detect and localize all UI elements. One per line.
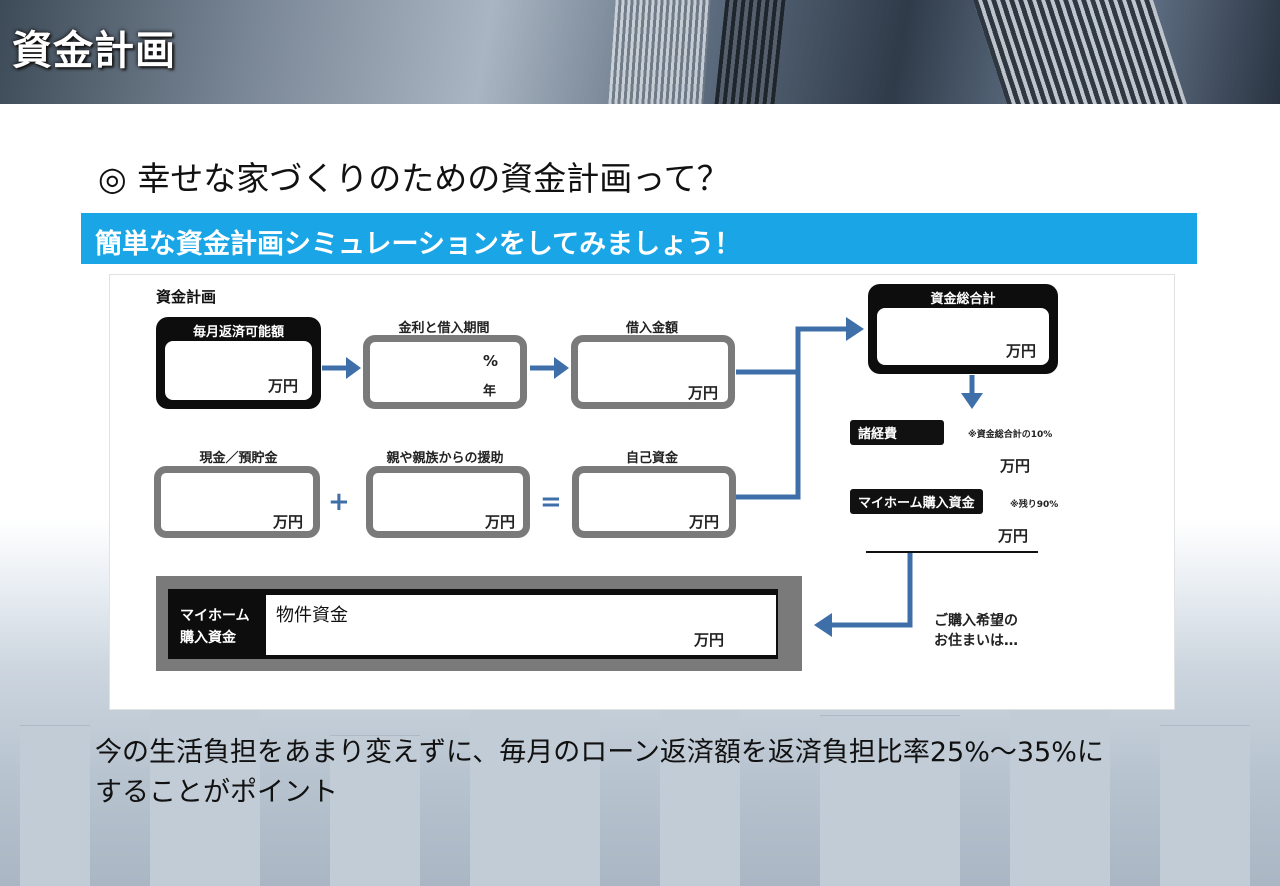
purchase-note: ※残り90% bbox=[1010, 500, 1059, 510]
desire-line2: お住まいは… bbox=[934, 633, 1018, 649]
monthly-repayment-box[interactable]: 毎月返済可能額 万円 bbox=[156, 317, 321, 409]
final-label-line1: マイホーム bbox=[180, 608, 250, 624]
monthly-label: 毎月返済可能額 bbox=[192, 325, 284, 340]
total-funds-box[interactable]: 資金総合計 万円 bbox=[868, 284, 1058, 374]
building-image bbox=[714, 0, 786, 104]
diagram-title: 資金計画 bbox=[156, 288, 217, 306]
building-image bbox=[608, 0, 711, 104]
simulation-banner: 簡単な資金計画シミュレーションをしてみましょう！ bbox=[81, 213, 1197, 264]
desire-note: ご購入希望の お住まいは… bbox=[934, 611, 1018, 651]
equals-sign: = bbox=[540, 487, 562, 517]
family-support-box[interactable]: 万円 bbox=[366, 466, 530, 538]
banner-text: 簡単な資金計画シミュレーションをしてみましょう！ bbox=[95, 229, 742, 260]
final-unit: 万円 bbox=[694, 631, 725, 649]
expenses-tag: 諸経費 bbox=[850, 420, 944, 445]
loan-label: 借入金額 bbox=[625, 321, 678, 336]
page-title: 資金計画 bbox=[12, 28, 176, 74]
loan-amount-box[interactable]: 万円 bbox=[571, 335, 735, 409]
monthly-unit: 万円 bbox=[268, 377, 299, 395]
connector-lines bbox=[322, 317, 1038, 637]
expenses-unit: 万円 bbox=[1000, 457, 1031, 475]
percent-unit: % bbox=[483, 352, 499, 370]
rate-box[interactable]: % 年 bbox=[363, 335, 527, 409]
purchase-tag: マイホーム購入資金 bbox=[850, 489, 983, 514]
own-funds-box[interactable]: 万円 bbox=[572, 466, 736, 538]
fund-plan-diagram: 資金計画 毎月返済可能額 毎月返済可能額 万円 金利と借入期間 % 年 bbox=[109, 274, 1175, 710]
final-label-line2: 購入資金 bbox=[180, 630, 236, 646]
own-label: 自己資金 bbox=[625, 451, 678, 466]
family-unit: 万円 bbox=[485, 513, 516, 531]
loan-unit: 万円 bbox=[688, 384, 719, 402]
plus-sign: + bbox=[328, 487, 350, 517]
summary-text: 今の生活負担をあまり変えずに、毎月のローン返済額を返済負担比率25%～35%に … bbox=[95, 733, 1235, 813]
family-label: 親や親族からの援助 bbox=[386, 451, 504, 466]
section-heading: ◎ 幸せな家づくりのための資金計画って？ bbox=[98, 159, 730, 198]
own-unit: 万円 bbox=[689, 513, 720, 531]
desire-line1: ご購入希望の bbox=[934, 613, 1018, 629]
final-purchase-box[interactable]: マイホーム 購入資金 物件資金 万円 bbox=[156, 576, 802, 671]
total-unit: 万円 bbox=[1006, 342, 1037, 360]
year-unit: 年 bbox=[483, 384, 497, 399]
summary-line2: することがポイント bbox=[95, 777, 338, 808]
cash-label: 現金／預貯金 bbox=[199, 451, 278, 466]
property-funds-label: 物件資金 bbox=[276, 605, 348, 626]
expenses-note: ※資金総合計の10% bbox=[968, 430, 1053, 440]
cash-unit: 万円 bbox=[273, 513, 304, 531]
header-banner: 資金計画 bbox=[0, 0, 1280, 104]
final-label: マイホーム 購入資金 bbox=[180, 605, 250, 649]
total-label: 資金総合計 bbox=[930, 292, 996, 307]
purchase-unit: 万円 bbox=[998, 527, 1029, 545]
summary-line1: 今の生活負担をあまり変えずに、毎月のローン返済額を返済負担比率25%～35%に bbox=[95, 737, 1104, 768]
cash-box[interactable]: 万円 bbox=[154, 466, 320, 538]
rate-label: 金利と借入期間 bbox=[398, 321, 490, 336]
building-image bbox=[973, 0, 1187, 104]
